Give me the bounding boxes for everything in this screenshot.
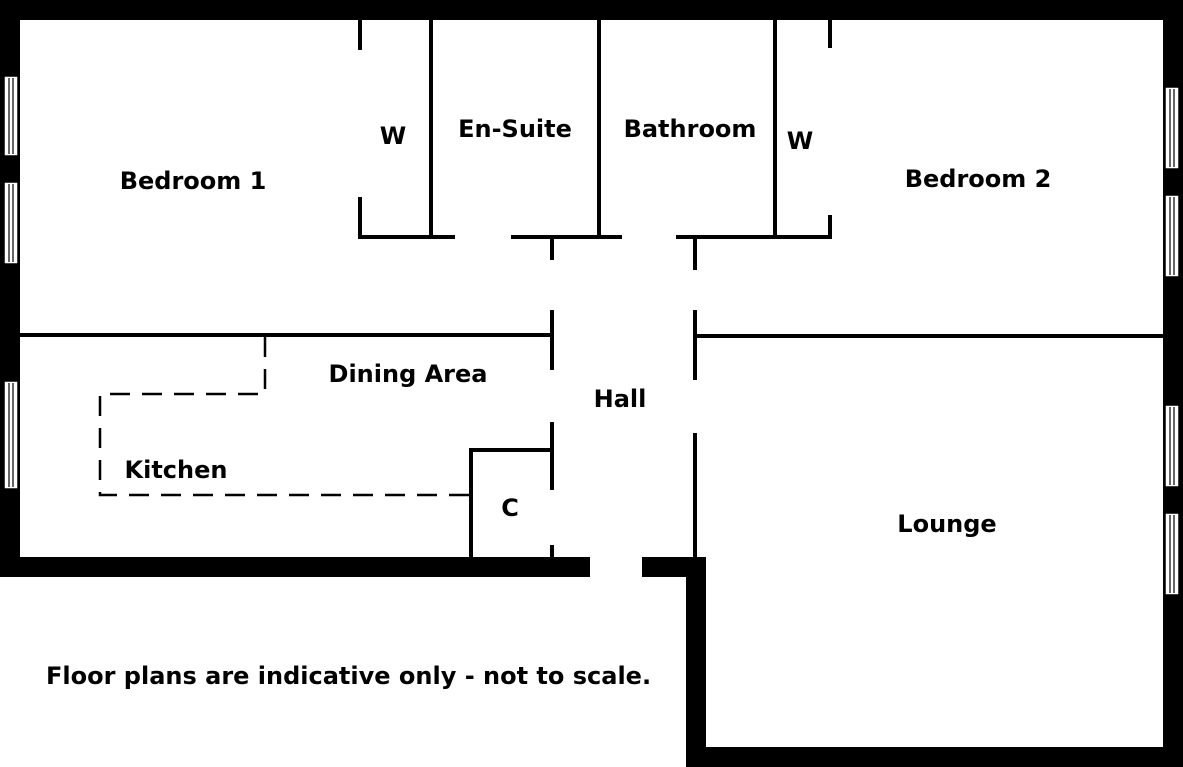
room-label-wardrobe2: W xyxy=(787,127,813,155)
room-label-hall: Hall xyxy=(594,385,647,413)
window-kitchen xyxy=(3,380,19,490)
room-label-wardrobe1: W xyxy=(380,122,406,150)
room-label-bathroom: Bathroom xyxy=(624,115,757,143)
room-label-bedroom2: Bedroom 2 xyxy=(905,165,1052,193)
window-lounge-lower xyxy=(1164,512,1180,596)
lounge-left-wall xyxy=(686,557,706,767)
room-labels: Bedroom 1 W En-Suite Bathroom W Bedroom … xyxy=(120,115,1052,538)
room-label-bedroom1: Bedroom 1 xyxy=(120,167,267,195)
room-label-dining: Dining Area xyxy=(329,360,488,388)
window-bedroom1-lower xyxy=(3,181,19,265)
bottom-left-wall xyxy=(0,557,590,577)
room-label-ensuite: En-Suite xyxy=(458,115,572,143)
window-lounge-upper xyxy=(1164,404,1180,488)
top-wall xyxy=(0,0,1183,20)
room-label-cupboard: C xyxy=(501,494,519,522)
internal-walls xyxy=(20,20,1163,559)
kitchen-outline xyxy=(98,337,469,497)
lounge-bottom-wall xyxy=(686,747,1183,767)
room-label-lounge: Lounge xyxy=(897,510,996,538)
windows xyxy=(3,75,1180,596)
window-bedroom1-upper xyxy=(3,75,19,157)
kitchen-dashed-boundary xyxy=(98,337,469,497)
room-label-kitchen: Kitchen xyxy=(125,456,228,484)
disclaimer-text: Floor plans are indicative only - not to… xyxy=(46,662,651,690)
window-bedroom2-upper xyxy=(1164,86,1180,170)
window-bedroom2-lower xyxy=(1164,194,1180,278)
